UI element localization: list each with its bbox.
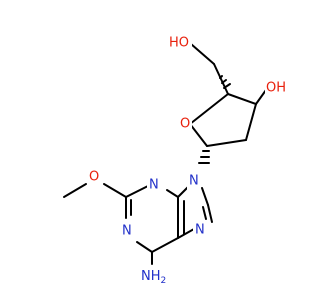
bond-c2-c1 bbox=[206, 139, 247, 147]
hash-bond-c1-n9 bbox=[198, 150, 210, 164]
bond-n3-c2 bbox=[125, 185, 149, 198]
bond-o-ch3 bbox=[63, 183, 87, 198]
hydroxyl-label: OH bbox=[266, 81, 286, 96]
amino-label: NH2 bbox=[141, 269, 166, 286]
bond-c8-n9 bbox=[201, 187, 209, 206]
bond-o-c4 bbox=[189, 93, 229, 125]
bond-c6-c5 bbox=[151, 237, 179, 253]
n3-label: N bbox=[149, 178, 159, 193]
bond-c2-o bbox=[103, 183, 127, 198]
bond-layer bbox=[63, 43, 267, 265]
n9-label: N bbox=[189, 174, 199, 189]
bond-c3-c2 bbox=[245, 103, 257, 141]
n1-label: N bbox=[122, 224, 132, 239]
hash-bond-c4-ch2 bbox=[219, 75, 231, 89]
bond-ch2-c4 bbox=[213, 63, 229, 95]
label-layer: HO OH O N N O N N NH2 bbox=[87, 34, 289, 286]
bond-ch2-o bbox=[190, 43, 215, 65]
bond-c3-oh bbox=[255, 89, 267, 105]
bond-n1-c6 bbox=[136, 241, 153, 253]
bond-n7-c8-double bbox=[202, 206, 207, 220]
hydroxymethyl-label: HO bbox=[169, 36, 189, 51]
bond-c4-n3 bbox=[166, 189, 179, 198]
bond-c5-n7 bbox=[177, 228, 195, 239]
bond-n7-c8 bbox=[207, 204, 213, 223]
n7-label: N bbox=[195, 223, 205, 238]
methoxy-oxygen-label: O bbox=[89, 170, 99, 185]
bond-c4-c3 bbox=[227, 93, 257, 105]
bond-c1-o bbox=[189, 123, 208, 147]
molecule-structure: HO OH O N N O N N NH2 bbox=[63, 34, 289, 286]
ring-oxygen-label: O bbox=[180, 117, 190, 132]
